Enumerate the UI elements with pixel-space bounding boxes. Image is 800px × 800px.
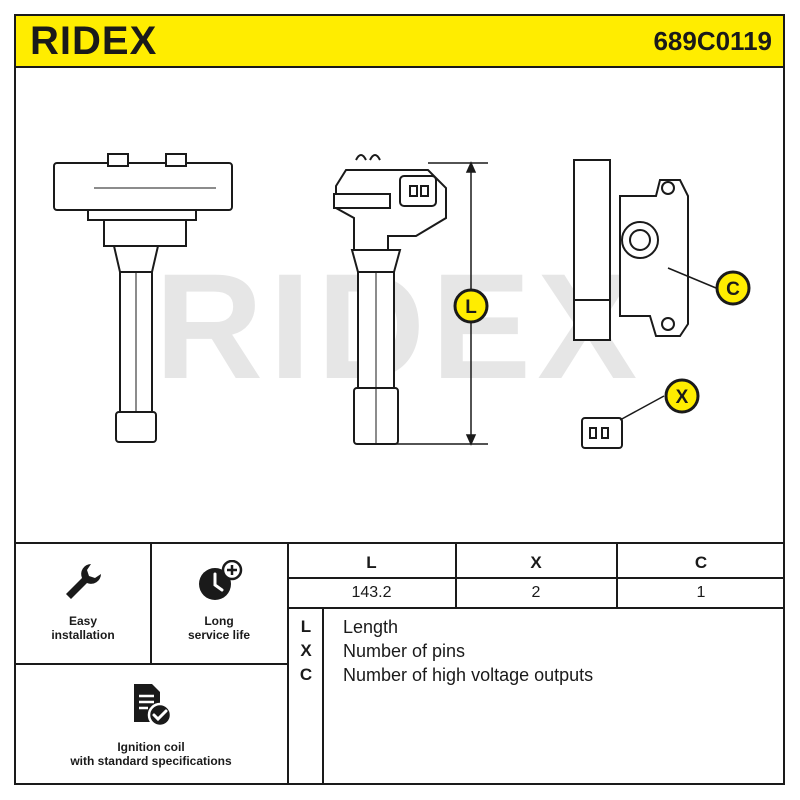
table-bottom-divider [288, 607, 785, 609]
watermark-text: RIDEX [155, 242, 643, 410]
feature-label-line2: service life [187, 628, 251, 642]
part-number: 689C0119 [653, 26, 772, 56]
legend-text: Number of high voltage outputs [343, 665, 594, 685]
table-header-l: L [366, 553, 377, 572]
features-table-divider [287, 542, 289, 785]
coil-side-view [333, 154, 447, 445]
legend-key: C [299, 665, 313, 684]
document-check-icon [134, 684, 173, 728]
table-value-x: 2 [531, 584, 541, 601]
callout-l-circle [453, 288, 489, 324]
legend-text: Length [343, 617, 399, 637]
callout-l-label: L [465, 297, 477, 318]
technical-drawing: RIDEX [16, 68, 783, 542]
callout-x-label: X [676, 387, 689, 408]
coil-front-view [53, 153, 233, 443]
header-bar [14, 14, 785, 68]
table-header-c: C [694, 553, 708, 572]
feature-standard-specs: Ignition coil with standard specificatio… [16, 682, 286, 768]
coil-top-view [573, 159, 717, 341]
feature-label-line1: Easy [68, 614, 98, 628]
feature-label-line2: with standard specifications [70, 754, 232, 768]
wrench-icon [66, 564, 101, 599]
drawing-svg: RIDEX [53, 153, 751, 449]
table-header-divider [288, 577, 785, 579]
callout-c-label: C [726, 279, 740, 300]
table-value-l: 143.2 [351, 584, 392, 601]
table-col-divider [455, 542, 457, 608]
drawing-divider [14, 542, 785, 544]
feature-easy-installation: Easy installation [16, 560, 150, 642]
legend-text: Number of pins [343, 641, 466, 661]
table-value-c: 1 [696, 584, 706, 601]
legend-divider [322, 608, 324, 785]
callout-x-circle [664, 378, 700, 414]
legend-key: L [300, 617, 312, 636]
table-col-divider [616, 542, 618, 608]
feature-divider-h [14, 663, 288, 665]
connector-view [581, 395, 665, 449]
feature-label-line2: installation [51, 628, 115, 642]
legend-key: X [300, 641, 312, 660]
clock-plus-icon [199, 560, 243, 600]
feature-label-line1: Long [204, 614, 234, 628]
table-header-x: X [530, 553, 542, 572]
callout-c-circle [715, 270, 751, 306]
feature-label-line1: Ignition coil [117, 740, 185, 754]
brand-logo: RIDEX [30, 19, 158, 63]
feature-long-service-life: Long service life [152, 560, 286, 642]
feature-divider-v [150, 542, 152, 664]
